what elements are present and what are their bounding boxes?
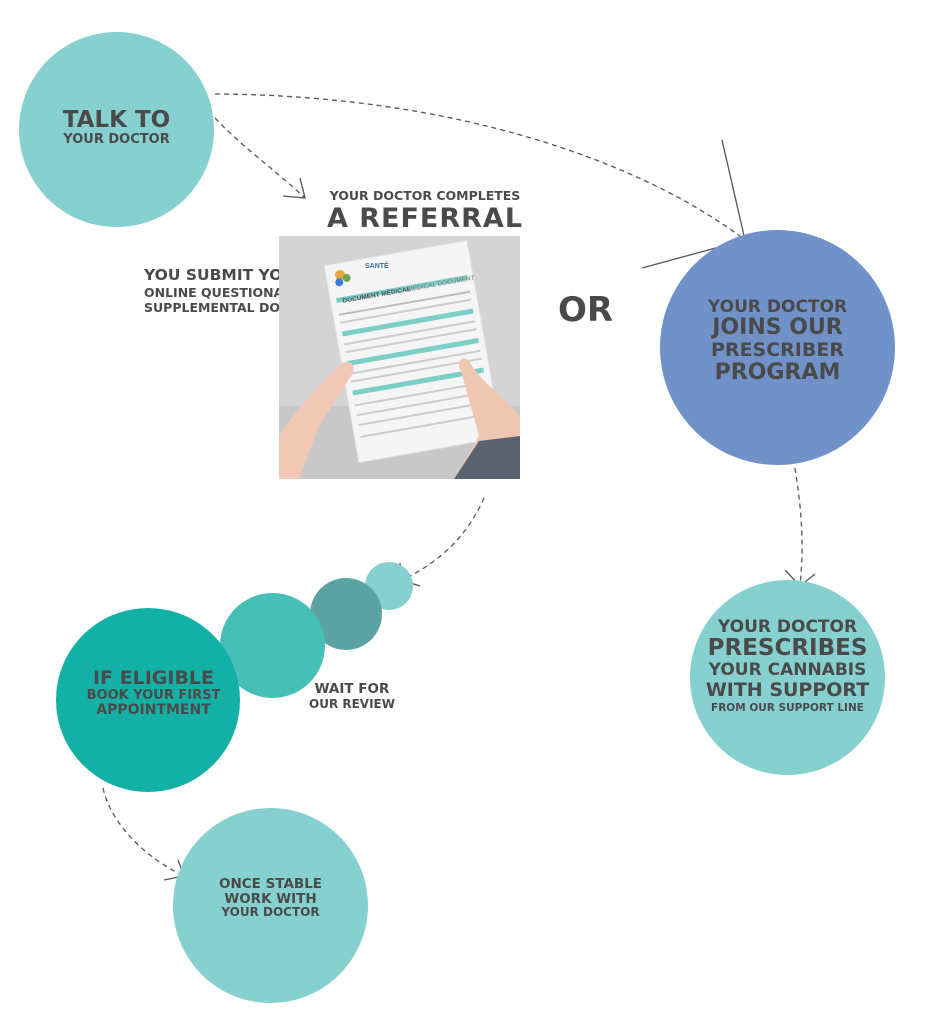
prescribes-line4: WITH SUPPORT — [705, 678, 870, 701]
prescribes-line1: YOUR DOCTOR — [717, 617, 858, 637]
wait-line2: OUR REVIEW — [309, 697, 395, 712]
stable-line3: YOUR DOCTOR — [221, 905, 320, 920]
talk-line2: YOUR DOCTOR — [63, 131, 170, 147]
talk-circle — [19, 32, 214, 227]
or-label: OR — [558, 290, 614, 330]
prescribes-line2: PRESCRIBES — [707, 635, 868, 662]
submit-line2: ONLINE QUESTIONAIRE & — [144, 284, 322, 300]
eligible-circle — [56, 608, 240, 792]
talk-line1: TALK TO — [62, 107, 171, 133]
stable-text: ONCE STABLE WORK WITH YOUR DOCTOR — [173, 877, 368, 919]
arrow-prescriber-to-prescribes — [794, 467, 803, 586]
arrow-talk-to-referral — [214, 117, 306, 199]
document-brand: SANTÉ — [365, 261, 389, 270]
eligible-line1: IF ELIGIBLE — [92, 667, 215, 689]
arrow-talk-to-prescriber — [214, 93, 746, 241]
referral-document-photo: SANTÉ DOCUMENT MÉDICAL MEDICAL DOCUMENT — [279, 236, 520, 479]
arrow-eligible-to-stable — [102, 787, 185, 877]
prescribes-line5: FROM OUR SUPPORT LINE — [711, 702, 864, 715]
prescriber-circle — [660, 230, 895, 465]
talk-text: TALK TO YOUR DOCTOR — [19, 108, 214, 147]
prescriber-line2: JOINS OUR — [712, 315, 843, 341]
wait-line1: WAIT FOR — [314, 681, 390, 697]
stable-line1: ONCE STABLE — [218, 876, 323, 892]
referral-line2: A REFERRAL — [326, 203, 524, 234]
prescriber-line4: PROGRAM — [714, 359, 841, 385]
prescribes-circle — [690, 580, 885, 775]
eligible-line2: BOOK YOUR FIRST — [86, 687, 221, 703]
prescriber-line3: PRESCRIBER — [711, 339, 844, 362]
arrow-referral-to-review — [401, 497, 485, 581]
document-illustration: SANTÉ DOCUMENT MÉDICAL MEDICAL DOCUMENT — [279, 236, 520, 479]
prescriber-line1: YOUR DOCTOR — [707, 297, 848, 317]
eligible-line3: APPOINTMENT — [96, 701, 211, 718]
referral-line1: YOUR DOCTOR COMPLETES — [329, 188, 521, 203]
referral-heading: YOUR DOCTOR COMPLETES A REFERRAL — [320, 188, 530, 235]
prescriber-text: YOUR DOCTOR JOINS OUR PRESCRIBER PROGRAM — [660, 298, 895, 384]
prescribes-text: YOUR DOCTOR PRESCRIBES YOUR CANNABIS WIT… — [680, 618, 895, 714]
stable-line2: WORK WITH — [224, 890, 317, 907]
submit-line1: YOU SUBMIT YOUR — [144, 266, 307, 284]
stable-circle — [173, 808, 368, 1003]
eligible-text: IF ELIGIBLE BOOK YOUR FIRST APPOINTMENT — [56, 668, 251, 718]
prescribes-line3: YOUR CANNABIS — [708, 660, 867, 681]
wait-label: WAIT FOR OUR REVIEW — [302, 681, 402, 712]
